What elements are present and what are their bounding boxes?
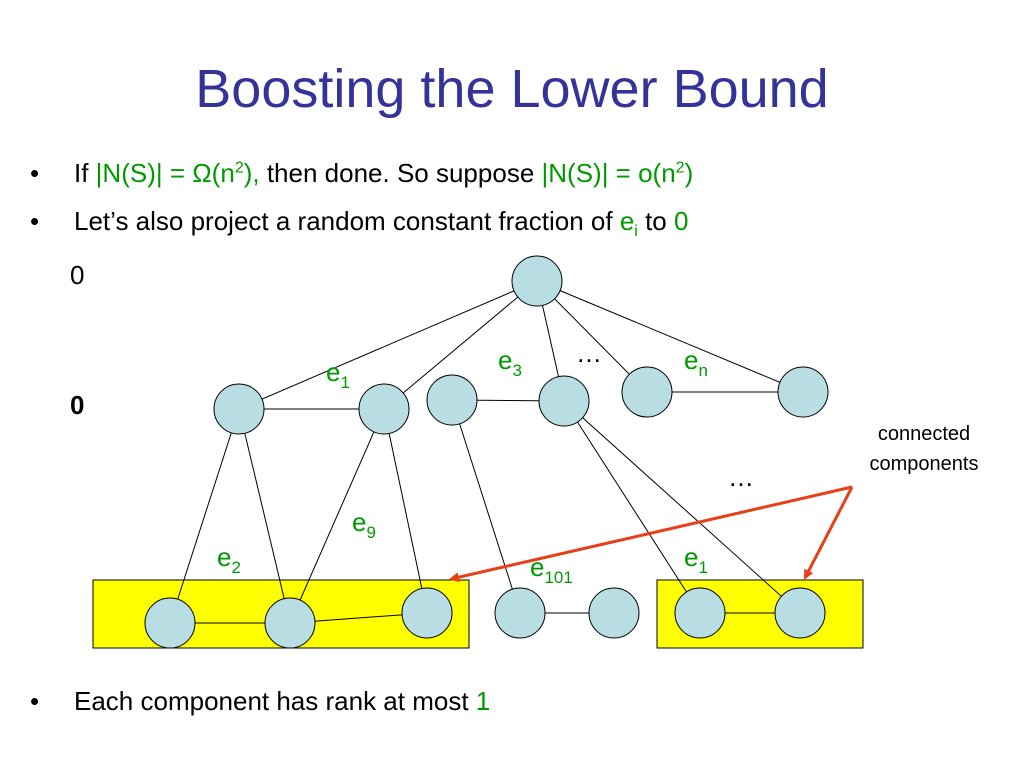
- node: [426, 374, 478, 426]
- edge: [169, 408, 240, 624]
- edge: [383, 280, 538, 410]
- arrow-to-right-component: [803, 486, 854, 580]
- edge: [289, 408, 385, 624]
- bullet-3: • Each component has rank at most 1: [30, 688, 490, 714]
- zero-label-top: 0: [70, 260, 85, 290]
- edge-label-e3: e3: [498, 345, 522, 380]
- edge-label-e9: e9: [352, 507, 376, 542]
- bullet-2-mid: to: [637, 206, 674, 236]
- edge-label-e2: e2: [217, 542, 241, 577]
- zero-label-mid: 0: [70, 390, 85, 420]
- node: [621, 366, 673, 418]
- edge: [563, 400, 701, 614]
- node: [777, 366, 829, 418]
- bullet-dot: •: [30, 158, 40, 188]
- bullet-1-expr2: |N(S)| = o(n2): [541, 158, 694, 188]
- bullet-2-var: ei: [619, 206, 638, 241]
- edge: [536, 280, 804, 393]
- bullet-dot: •: [30, 206, 40, 236]
- bullet-3-prefix: Each component has rank at most: [74, 686, 476, 716]
- bullet-1: • If |N(S)| = Ω(n2), then done. So suppos…: [30, 160, 693, 186]
- ellipsis-top: …: [576, 338, 602, 368]
- annotation-line-1: connected: [878, 423, 970, 445]
- edge: [238, 280, 538, 410]
- node: [264, 597, 316, 649]
- node: [674, 587, 726, 639]
- edge-label-e1: e1: [326, 357, 350, 392]
- annotation-line-2: components: [870, 453, 979, 475]
- bullet-2: • Let’s also project a random constant fr…: [30, 208, 688, 240]
- ellipsis-middle: …: [728, 462, 754, 492]
- graph-nodes: [144, 255, 829, 649]
- edge: [563, 400, 801, 614]
- node: [358, 383, 410, 435]
- edge: [238, 408, 291, 624]
- node: [588, 587, 640, 639]
- node: [401, 587, 453, 639]
- node: [494, 587, 546, 639]
- node: [511, 255, 563, 307]
- bullet-2-value: 0: [674, 206, 689, 236]
- bullet-3-value: 1: [475, 686, 491, 716]
- node: [144, 597, 196, 649]
- node: [213, 383, 265, 435]
- bullet-1-mid: then done. So suppose: [259, 158, 542, 188]
- bullet-dot: •: [30, 686, 40, 716]
- node: [774, 587, 826, 639]
- bullet-1-expr1: |N(S)| = Ω(n2),: [95, 158, 260, 188]
- node: [538, 375, 590, 427]
- edge: [451, 399, 521, 614]
- bullet-1-prefix: If: [74, 158, 96, 188]
- bullet-2-prefix: Let’s also project a random constant fra…: [74, 206, 620, 236]
- edge-label-e1-bottom: e1: [684, 542, 708, 577]
- edge: [383, 408, 428, 614]
- slide-title: Boosting the Lower Bound: [195, 59, 829, 119]
- edge-label-en: en: [684, 345, 708, 380]
- edge: [536, 280, 648, 393]
- arrow-to-left-component: [449, 485, 853, 583]
